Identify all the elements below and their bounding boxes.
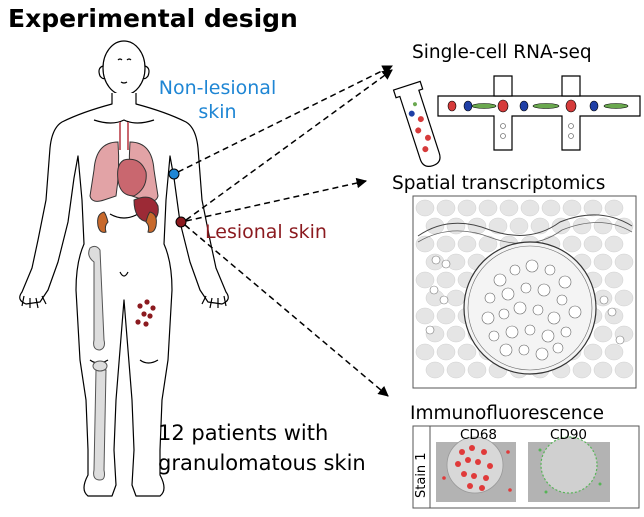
arrows bbox=[177, 65, 393, 397]
lesional-point bbox=[175, 216, 187, 228]
cd90-label: CD90 bbox=[550, 427, 587, 443]
immuno-title: Immunofluorescence bbox=[410, 403, 605, 424]
patients-label: 12 patients with granulomatous skin bbox=[158, 421, 366, 475]
single-cell-title: Single-cell RNA-seq bbox=[412, 42, 592, 63]
stain-label: Stain 1 bbox=[414, 452, 429, 498]
heart-icon bbox=[117, 158, 147, 197]
page-title: Experimental design bbox=[8, 4, 298, 33]
kidney-left-icon bbox=[97, 211, 109, 233]
trachea bbox=[119, 122, 129, 150]
head bbox=[102, 40, 146, 96]
organs bbox=[89, 122, 159, 233]
kidney-right-icon bbox=[145, 211, 157, 233]
arrow-les-to-immuno bbox=[184, 224, 389, 397]
leg-lesions bbox=[135, 299, 156, 327]
spatial-title: Spatial transcriptomics bbox=[392, 173, 606, 194]
single-cell-illustration bbox=[392, 75, 641, 168]
arrow-les-to-spatial bbox=[185, 177, 368, 222]
cd68-label: CD68 bbox=[460, 427, 497, 443]
lesional-label: Lesional skin bbox=[205, 221, 327, 243]
spot-grid bbox=[415, 199, 634, 379]
spatial-illustration bbox=[412, 195, 637, 389]
non-lesional-point bbox=[168, 168, 180, 180]
human-body bbox=[19, 40, 229, 497]
non-lesional-label: Non-lesional skin bbox=[158, 77, 277, 123]
bone-skeleton bbox=[88, 245, 108, 481]
body-outline bbox=[19, 93, 229, 497]
arrow-les-to-scrnaseq bbox=[185, 69, 393, 221]
immuno-illustration bbox=[412, 425, 640, 509]
